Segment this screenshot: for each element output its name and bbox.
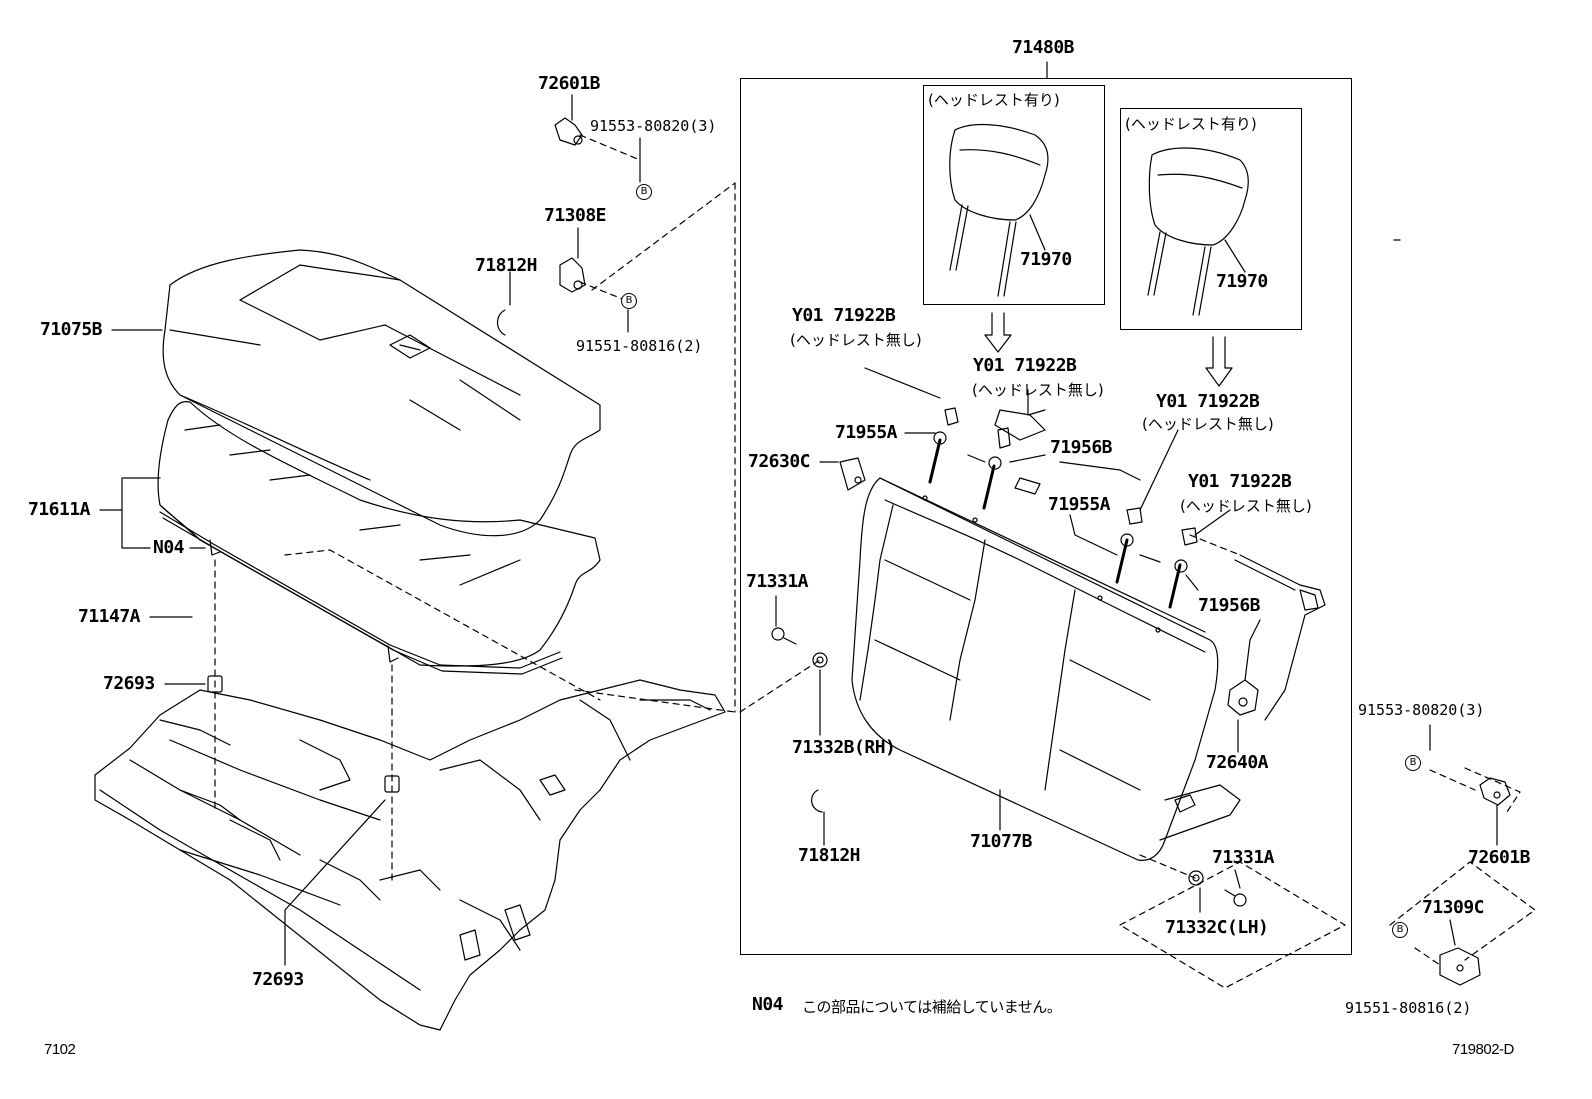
- label-72630C: 72630C: [748, 451, 811, 472]
- headrest-left-drawing: [949, 123, 1049, 297]
- small-parts-top-drawing: [496, 117, 586, 336]
- footer-left-code: 7102: [44, 1041, 76, 1058]
- label-headrest-without-4: (ヘッドレスト無し): [1180, 497, 1312, 515]
- label-headrest-without-1: (ヘッドレスト無し): [790, 331, 922, 349]
- bolts-drawing: [771, 407, 1247, 907]
- label-71611A: 71611A: [28, 499, 91, 520]
- label-71147A: 71147A: [78, 606, 141, 627]
- hinge-bracket-drawing: [967, 409, 1161, 563]
- note-code: N04: [752, 994, 784, 1015]
- b-mark-mid: B: [621, 293, 637, 309]
- headrest-right-drawing: [1147, 147, 1249, 316]
- right-small-parts-drawing: [1429, 724, 1511, 986]
- label-71309C: 71309C: [1422, 897, 1485, 918]
- headrest-box-left: [923, 85, 1105, 305]
- label-headrest-without-2: (ヘッドレスト無し): [972, 381, 1104, 399]
- footer-right-code: 719802-D: [1452, 1041, 1514, 1058]
- seatback-drawing: [851, 477, 1241, 861]
- label-71812H-bottom: 71812H: [798, 845, 861, 866]
- seatback-side-frame-drawing: [1227, 554, 1326, 721]
- seat-frame-drawing: [159, 511, 563, 675]
- label-71331A-1: 71331A: [746, 571, 809, 592]
- label-72693-bottom: 72693: [252, 969, 304, 990]
- b-mark-bottom: B: [1392, 922, 1408, 938]
- label-72693-top: 72693: [103, 673, 155, 694]
- clip-72693-drawing: [207, 675, 400, 793]
- label-71332C: 71332C(LH): [1165, 917, 1269, 938]
- label-71970-left: 71970: [1020, 249, 1072, 270]
- dashed-diamond-frames: [1119, 239, 1536, 989]
- label-Y01-4: Y01 71922B: [1188, 471, 1292, 492]
- label-headrest-without-3: (ヘッドレスト無し): [1142, 415, 1274, 433]
- label-72601B-top: 72601B: [538, 73, 601, 94]
- label-91551-top: 91551-80816(2): [576, 337, 703, 355]
- label-91553-right: 91553-80820(3): [1358, 701, 1485, 719]
- label-71812H-top: 71812H: [475, 255, 538, 276]
- seatback-assembly-frame: [740, 78, 1352, 955]
- label-71970-right: 71970: [1216, 271, 1268, 292]
- label-71075B: 71075B: [40, 319, 103, 340]
- label-71077B: 71077B: [970, 831, 1033, 852]
- label-71956B-1: 71956B: [1050, 437, 1113, 458]
- leader-lines-right: [775, 61, 1241, 913]
- floor-pan-drawing: [94, 679, 726, 1031]
- dashed-guide-lines: [214, 134, 1241, 886]
- label-72601B-right: 72601B: [1468, 847, 1531, 868]
- b-mark-right: B: [1405, 755, 1421, 771]
- label-71955A-1: 71955A: [835, 422, 898, 443]
- label-headrest-with-right: (ヘッドレスト有り): [1125, 115, 1257, 133]
- label-Y01-1: Y01 71922B: [792, 305, 896, 326]
- label-71332B: 71332B(RH): [792, 737, 896, 758]
- label-Y01-3: Y01 71922B: [1156, 391, 1260, 412]
- seat-pad-drawing: [157, 400, 601, 667]
- label-91551-right: 91551-80816(2): [1345, 999, 1472, 1017]
- label-N04-left: N04: [153, 537, 185, 558]
- b-mark-top: B: [636, 184, 652, 200]
- label-71956B-2: 71956B: [1198, 595, 1261, 616]
- label-71955A-2: 71955A: [1048, 494, 1111, 515]
- label-91553-top: 91553-80820(3): [590, 117, 717, 135]
- headrest-box-right: [1120, 108, 1302, 330]
- label-headrest-with-left: (ヘッドレスト有り): [928, 91, 1060, 109]
- label-Y01-2: Y01 71922B: [973, 355, 1077, 376]
- seat-cushion-cover-drawing: [162, 249, 601, 537]
- note-text: この部品については補給していません。: [802, 998, 1062, 1016]
- label-71308E: 71308E: [544, 205, 607, 226]
- leader-lines-left: [99, 94, 641, 966]
- label-71331A-2: 71331A: [1212, 847, 1275, 868]
- label-71480B: 71480B: [1012, 37, 1075, 58]
- hollow-arrows: [984, 312, 1233, 387]
- label-72640A: 72640A: [1206, 752, 1269, 773]
